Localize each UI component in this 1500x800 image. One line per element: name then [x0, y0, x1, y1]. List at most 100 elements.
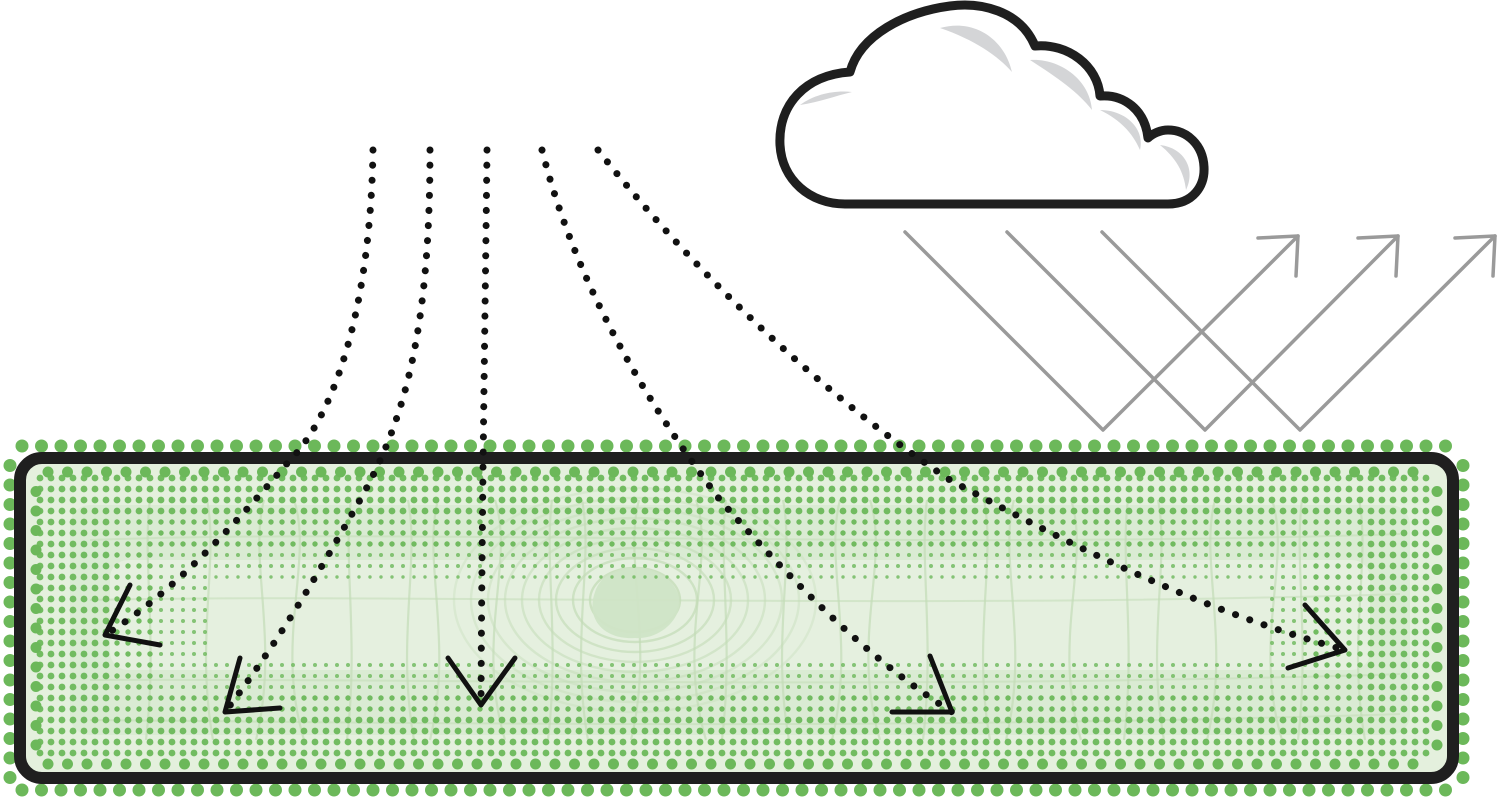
grid-dot — [1092, 749, 1100, 757]
grid-dot — [686, 519, 692, 525]
grid-dot — [1378, 672, 1386, 680]
grid-dot — [203, 652, 207, 656]
border-dot — [1431, 544, 1443, 556]
grid-dot — [982, 485, 990, 493]
grid-dot — [1334, 749, 1342, 757]
grid-dot — [124, 738, 132, 746]
grid-dot — [1192, 519, 1198, 525]
grid-dot — [1346, 706, 1352, 712]
cloud-shade-left — [800, 91, 852, 105]
grid-dot — [1247, 530, 1253, 536]
grid-dot — [1313, 596, 1319, 602]
grid-dot — [1235, 507, 1243, 515]
grid-dot — [1367, 650, 1375, 658]
grid-dot — [1290, 716, 1298, 724]
grid-dot — [313, 553, 317, 557]
grid-dot — [917, 519, 923, 525]
grid-dot — [751, 507, 759, 515]
grid-dot — [147, 651, 153, 657]
grid-dot — [685, 749, 693, 757]
border-dot — [951, 439, 965, 453]
grid-dot — [1170, 695, 1176, 701]
grid-dot — [531, 496, 539, 504]
grid-dot — [927, 485, 935, 493]
grid-dot — [894, 474, 902, 482]
grid-dot — [553, 727, 561, 735]
grid-dot — [874, 663, 878, 667]
grid-dot — [630, 749, 638, 757]
grid-dot — [928, 519, 934, 525]
grid-dot — [873, 706, 879, 712]
grid-dot — [532, 519, 538, 525]
grid-dot — [1303, 685, 1307, 689]
grid-dot — [1389, 551, 1397, 559]
grid-dot — [1257, 749, 1265, 757]
grid-dot — [80, 749, 88, 757]
grid-dot — [674, 474, 682, 482]
grid-dot — [533, 564, 537, 568]
border-dot — [3, 615, 17, 628]
grid-dot — [1149, 663, 1153, 667]
grid-dot — [1181, 530, 1187, 536]
grid-dot — [1270, 586, 1274, 590]
border-dot — [3, 712, 17, 726]
grid-dot — [1323, 474, 1331, 482]
grid-dot — [850, 474, 858, 482]
grid-dot — [466, 541, 472, 547]
grid-dot — [1072, 663, 1076, 667]
grid-dot — [972, 530, 978, 536]
grid-dot — [300, 496, 308, 504]
grid-dot — [1026, 485, 1034, 493]
grid-dot — [665, 564, 669, 568]
grid-dot — [498, 485, 506, 493]
border-dot — [1368, 758, 1380, 770]
grid-dot — [742, 575, 746, 579]
grid-dot — [960, 738, 968, 746]
grid-dot — [1061, 575, 1065, 579]
border-dot — [725, 758, 736, 770]
grid-dot — [192, 630, 196, 634]
grid-dot — [719, 695, 725, 701]
grid-dot — [696, 485, 704, 493]
grid-dot — [1092, 485, 1100, 493]
grid-dot — [576, 706, 582, 712]
grid-dot — [785, 541, 791, 547]
grid-dot — [1224, 727, 1232, 735]
grid-dot — [58, 529, 66, 537]
grid-dot — [1378, 496, 1386, 504]
grid-dot — [928, 530, 934, 536]
grid-dot — [1092, 496, 1100, 504]
grid-dot — [1411, 683, 1419, 691]
grid-dot — [245, 496, 253, 504]
grid-dot — [718, 738, 726, 746]
grid-dot — [1422, 529, 1430, 537]
grid-dot — [543, 541, 549, 547]
border-dot — [542, 783, 555, 797]
grid-dot — [1335, 706, 1341, 712]
grid-dot — [907, 553, 911, 557]
grid-dot — [192, 586, 196, 590]
grid-dot — [1301, 727, 1309, 735]
grid-dot — [797, 553, 801, 557]
grid-dot — [1070, 496, 1078, 504]
grid-dot — [36, 474, 44, 482]
grid-dot — [960, 727, 968, 735]
grid-dot — [1204, 553, 1208, 557]
grid-dot — [1059, 738, 1067, 746]
grid-dot — [203, 608, 207, 612]
border-dot — [698, 783, 711, 797]
grid-dot — [874, 674, 878, 678]
grid-dot — [102, 650, 110, 658]
border-dot — [608, 466, 619, 478]
grid-dot — [192, 663, 196, 667]
grid-dot — [454, 738, 462, 746]
grid-dot — [489, 553, 493, 557]
grid-dot — [1378, 738, 1386, 746]
grid-dot — [1334, 496, 1342, 504]
grid-dot — [214, 564, 218, 568]
grid-dot — [190, 716, 198, 724]
grid-dot — [136, 574, 142, 580]
grid-dot — [245, 727, 253, 735]
knot-core — [592, 567, 680, 639]
grid-dot — [731, 575, 735, 579]
